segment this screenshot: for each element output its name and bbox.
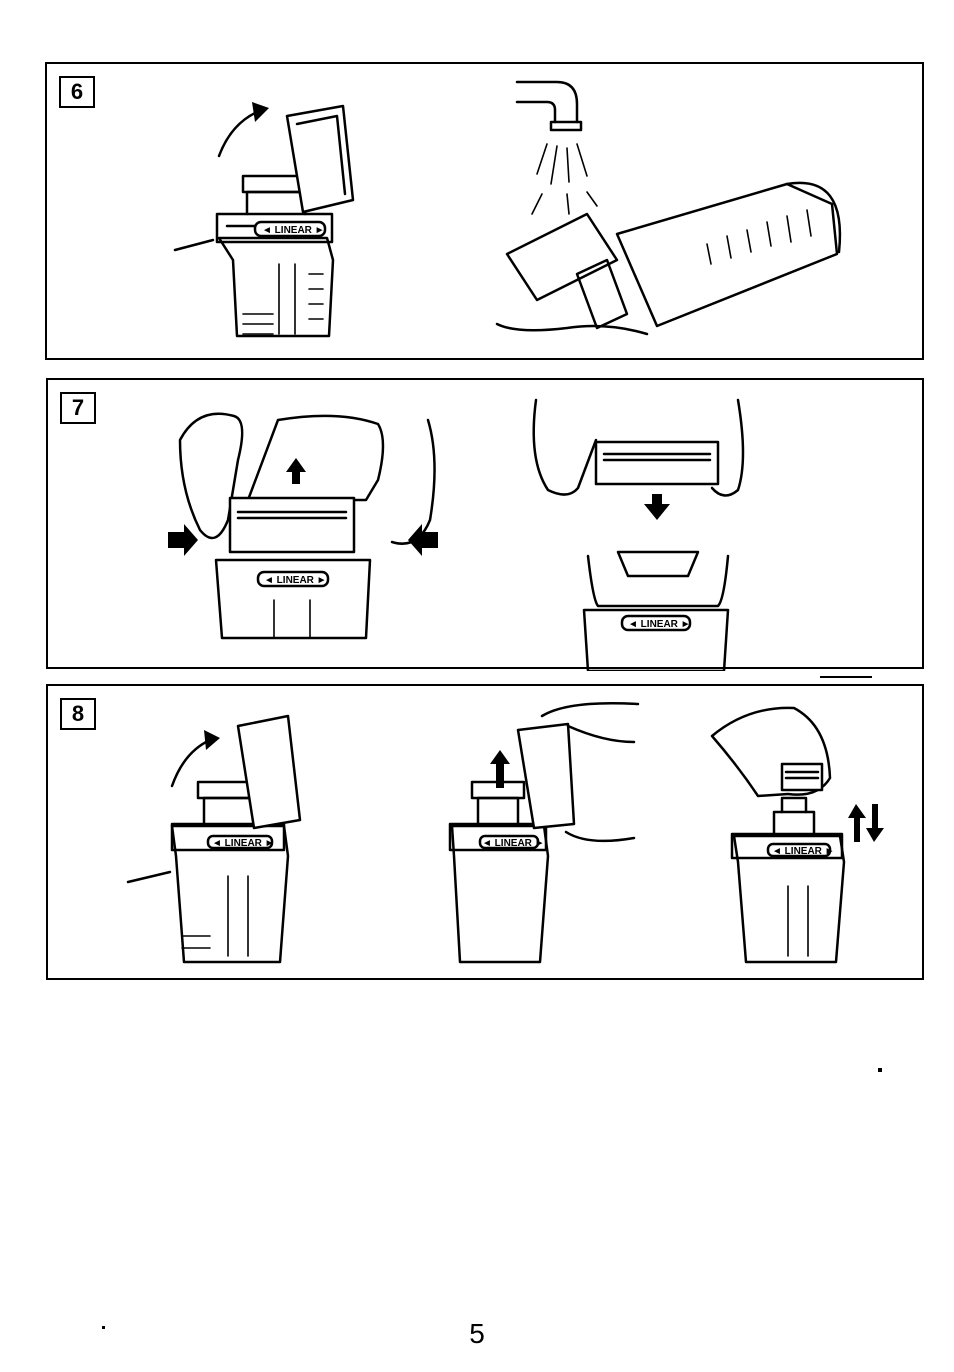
speck-mark <box>878 1068 882 1072</box>
brand-label: ◄ LINEAR ► <box>482 838 545 849</box>
step-7-number: 7 <box>60 392 96 424</box>
shaver-icon: ◄ LINEAR ► <box>170 714 302 964</box>
brand-label: ◄ LINEAR ► <box>264 575 327 586</box>
step-8-illustration: ◄ LINEAR ► ◄ LINEAR ► <box>126 701 884 964</box>
hand-icon <box>532 398 745 497</box>
shaver-icon: ◄ LINEAR ► <box>448 722 576 964</box>
foil-frame-removal-drawing: ◄ LINEAR ► <box>214 496 372 640</box>
step-6-panel: 6 ◄ LINEAR ► <box>45 62 924 360</box>
step-7-illustration: ◄ LINEAR ► ◄ LINEAR ► <box>168 398 745 671</box>
speck-mark <box>820 676 872 678</box>
brand-label: ◄ LINEAR ► <box>772 846 835 857</box>
hand-icon <box>710 706 832 798</box>
foil-frame-insert-drawing: ◄ LINEAR ► <box>582 440 730 671</box>
arrow-icon <box>173 238 215 252</box>
water-tap-icon <box>515 80 583 132</box>
shaver-icon: ◄ LINEAR ► <box>730 796 846 964</box>
brand-label: ◄ LINEAR ► <box>628 619 691 630</box>
step-8-panel: 8 ◄ LINEAR ► ◄ LINEAR ► <box>46 684 924 980</box>
brand-label: ◄ LINEAR ► <box>212 838 275 849</box>
shaver-open-cap-drawing: ◄ LINEAR ► <box>215 104 355 338</box>
arrow-icon <box>126 730 220 884</box>
arrow-icon <box>848 804 884 842</box>
page-number: 5 <box>469 1318 485 1349</box>
step-6-illustration: ◄ LINEAR ► <box>173 80 842 338</box>
arrow-icon <box>168 458 438 556</box>
hand-icon <box>540 701 640 843</box>
water-spray-drawing <box>531 143 598 215</box>
arrow-icon <box>217 102 269 158</box>
step-7-panel: 7 ◄ LINEAR ► <box>46 378 924 671</box>
cutter-block-drawing <box>780 762 824 792</box>
step-8-number: 8 <box>60 698 96 730</box>
speck-mark <box>102 1326 105 1329</box>
hand-icon <box>178 412 436 545</box>
shaver-rinse-drawing <box>495 181 842 336</box>
brand-label: ◄ LINEAR ► <box>262 225 325 236</box>
step-6-number: 6 <box>59 76 95 108</box>
